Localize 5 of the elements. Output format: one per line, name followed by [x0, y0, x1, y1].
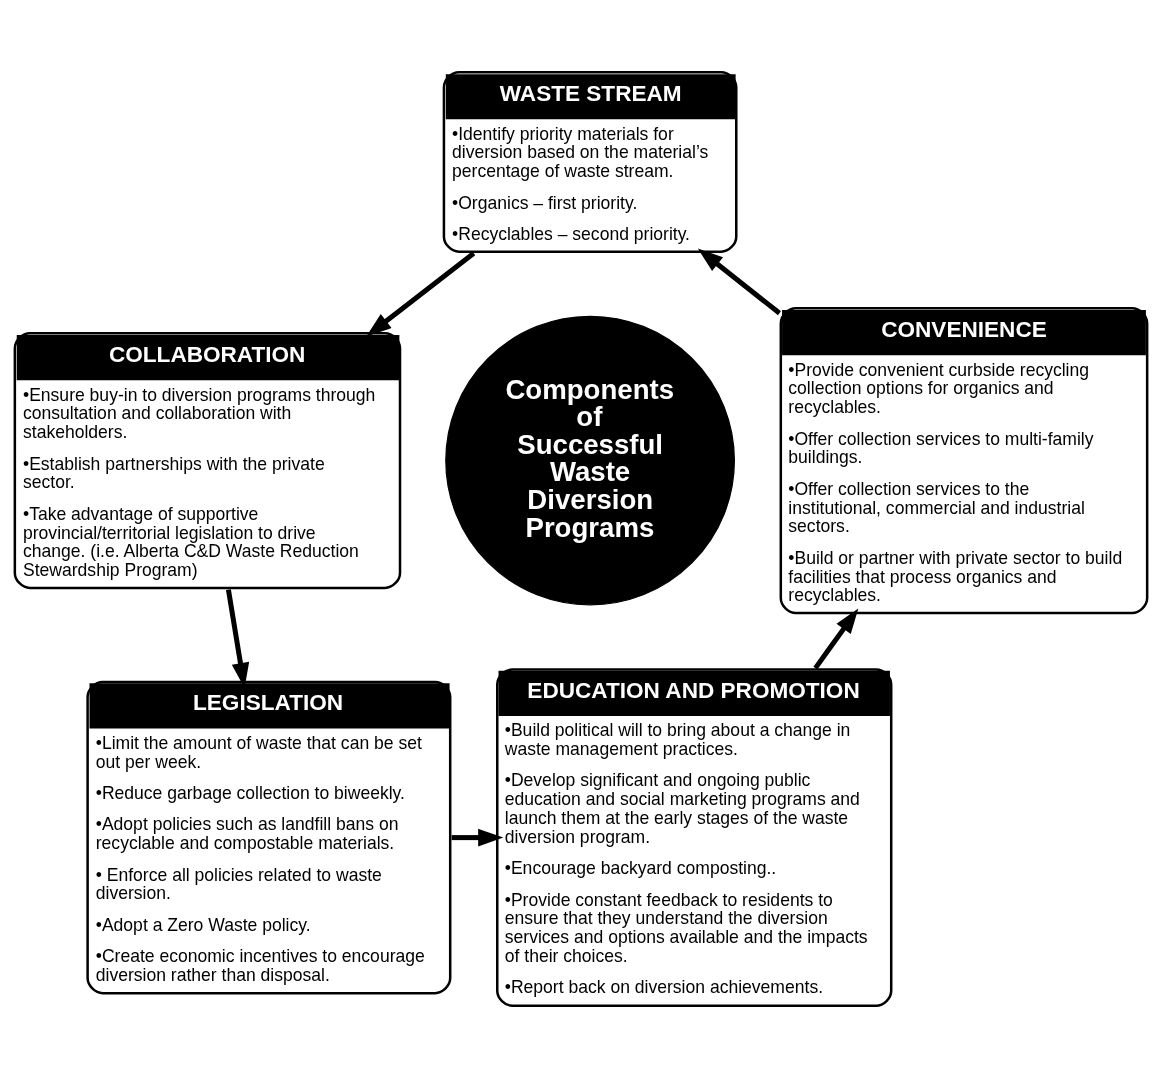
arrow [451, 828, 504, 847]
arrow [697, 248, 781, 316]
arrow [366, 251, 476, 337]
node-circle: Components of Successful Waste Diversion Programs [445, 315, 735, 606]
arrow [813, 608, 859, 670]
